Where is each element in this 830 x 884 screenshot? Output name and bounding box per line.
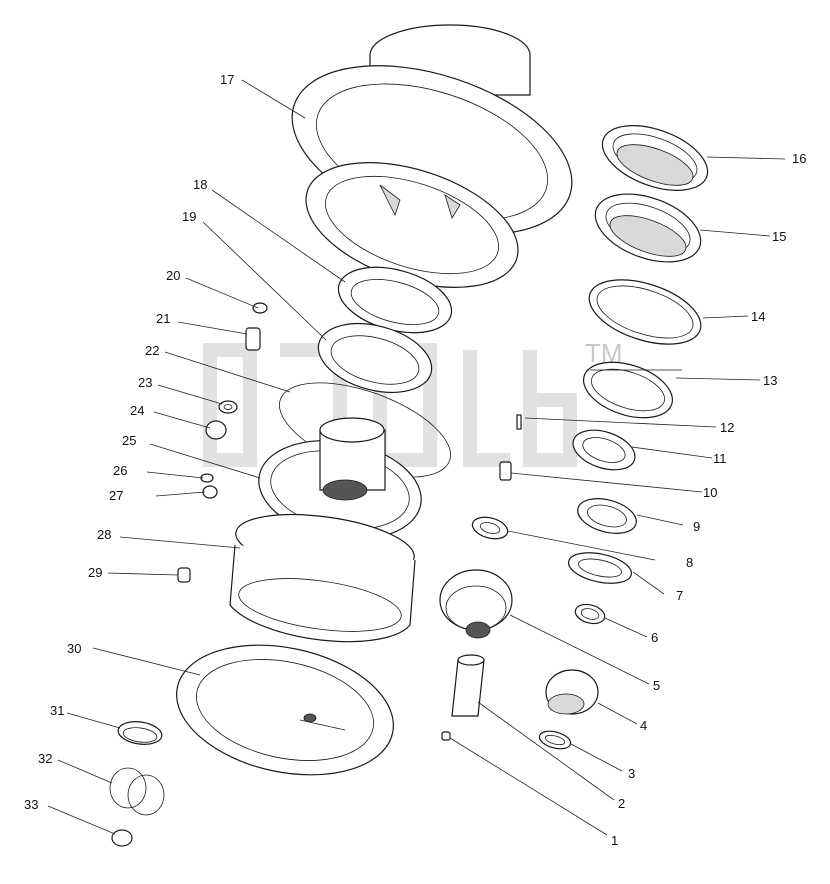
part-15-seal — [594, 193, 702, 263]
part-32-o-rings — [109, 767, 165, 816]
label-4: 4 — [640, 718, 647, 733]
part-19-bearing — [317, 323, 433, 393]
label-23: 23 — [138, 375, 152, 390]
part-30-cover — [176, 644, 394, 776]
label-32: 32 — [38, 751, 52, 766]
part-12-pin — [516, 414, 522, 430]
label-12: 12 — [720, 420, 734, 435]
label-21: 21 — [156, 311, 170, 326]
part-29-pin — [177, 567, 191, 583]
part-1-pin — [441, 731, 451, 741]
leader-lines — [47, 79, 786, 836]
label-31: 31 — [50, 703, 64, 718]
label-6: 6 — [651, 630, 658, 645]
part-13-bearing-race — [582, 361, 682, 419]
part-10-sleeve — [499, 461, 512, 481]
label-26: 26 — [113, 463, 127, 478]
part-17-hub-housing — [291, 24, 573, 288]
part-21-bolt — [245, 327, 261, 351]
label-19: 19 — [182, 209, 196, 224]
part-31-ring — [117, 721, 163, 745]
part-3-snap-ring — [538, 730, 572, 750]
label-13: 13 — [763, 373, 777, 388]
label-11: 11 — [713, 451, 727, 466]
part-11-bearing — [572, 429, 636, 471]
label-30: 30 — [67, 641, 81, 656]
label-1: 1 — [611, 833, 618, 848]
label-24: 24 — [130, 403, 144, 418]
label-15: 15 — [772, 229, 786, 244]
label-25: 25 — [122, 433, 136, 448]
label-10: 10 — [703, 485, 717, 500]
label-33: 33 — [24, 797, 38, 812]
label-18: 18 — [193, 177, 207, 192]
label-29: 29 — [88, 565, 102, 580]
part-24-nut — [205, 420, 227, 440]
part-7-lock-washer — [567, 552, 633, 584]
label-14: 14 — [751, 309, 765, 324]
part-4-roller-bearing — [545, 669, 599, 715]
label-27: 27 — [109, 488, 123, 503]
part-2-shaft — [451, 654, 485, 717]
part-23-washer — [218, 400, 238, 414]
part-8-washer — [471, 516, 509, 540]
part-labels: 1 2 3 4 5 6 7 8 9 10 11 12 13 14 15 16 1… — [24, 72, 806, 848]
label-16: 16 — [792, 151, 806, 166]
part-9-nut — [577, 498, 637, 534]
part-14-ring — [588, 279, 702, 345]
label-2: 2 — [618, 796, 625, 811]
label-5: 5 — [653, 678, 660, 693]
label-8: 8 — [686, 555, 693, 570]
part-6-ring — [574, 603, 606, 625]
label-9: 9 — [693, 519, 700, 534]
label-3: 3 — [628, 766, 635, 781]
part-20-nut — [252, 302, 268, 314]
part-27-nut — [202, 485, 218, 499]
part-28-ring-gear — [229, 513, 416, 643]
label-17: 17 — [220, 72, 234, 87]
label-7: 7 — [676, 588, 683, 603]
label-22: 22 — [145, 343, 159, 358]
part-16-seal — [601, 125, 709, 191]
part-33-plug — [111, 829, 133, 847]
label-20: 20 — [166, 268, 180, 283]
label-28: 28 — [97, 527, 111, 542]
part-5-gear — [439, 569, 513, 639]
